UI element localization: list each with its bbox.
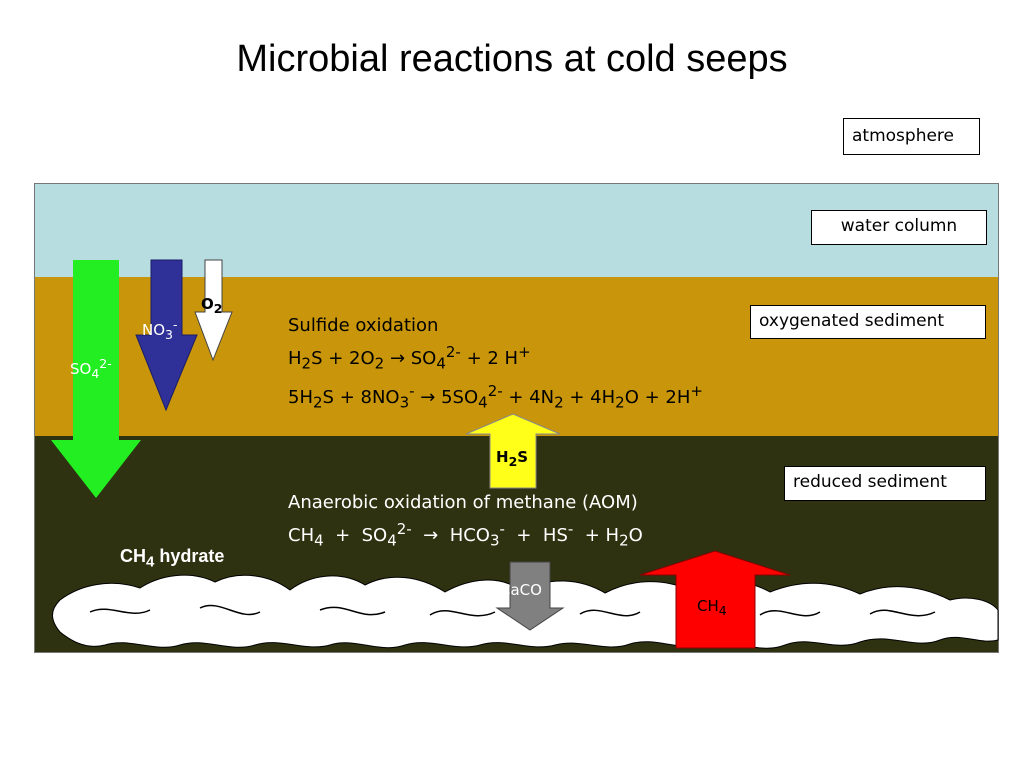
carbonate-arrow	[495, 561, 565, 631]
aom-equation: CH4 + SO42- → HCO3- + HS- + H2O	[288, 520, 643, 550]
methane-arrow-label: CH4	[697, 597, 727, 618]
sulfide-oxidation-eq1: H2S + 2O2 → SO42- + 2 H+	[288, 343, 531, 373]
nitrate-arrow-label: NO3-	[142, 317, 178, 342]
aom-heading: Anaerobic oxidation of methane (AOM)	[288, 492, 638, 513]
hydrogen-sulfide-arrow	[465, 413, 561, 489]
sulfate-arrow-label: SO42-	[70, 356, 112, 381]
sulfide-oxidation-heading: Sulfide oxidation	[288, 315, 439, 336]
hydrogen-sulfide-arrow-label: H2S	[496, 448, 529, 469]
page-title: Microbial reactions at cold seeps	[236, 38, 788, 80]
atmosphere-label: atmosphere	[843, 118, 980, 155]
aom-block: Anaerobic oxidation of methane (AOM) CH4…	[288, 489, 643, 555]
sulfide-oxidation-eq2: 5H2S + 8NO3- → 5SO42- + 4N2 + 4H2O + 2H+	[288, 381, 703, 412]
methane-arrow	[639, 550, 791, 649]
oxygen-arrow	[194, 259, 233, 362]
nitrate-arrow	[135, 259, 198, 412]
oxygenated-sediment-label: oxygenated sediment	[750, 305, 986, 339]
water-column-label: water column	[811, 210, 987, 245]
oxygen-arrow-label: O2	[201, 295, 223, 316]
carbonate-arrow-label: CaCO	[500, 581, 542, 599]
sulfide-oxidation-block: Sulfide oxidation H2S + 2O2 → SO42- + 2 …	[288, 312, 703, 416]
reduced-sediment-label: reduced sediment	[784, 466, 986, 501]
sulfate-arrow	[51, 260, 141, 498]
methane-hydrate-label: CH4 hydrate	[120, 546, 225, 571]
hydrate-crack	[89, 604, 936, 617]
oxygenated-sediment-layer	[35, 277, 998, 436]
